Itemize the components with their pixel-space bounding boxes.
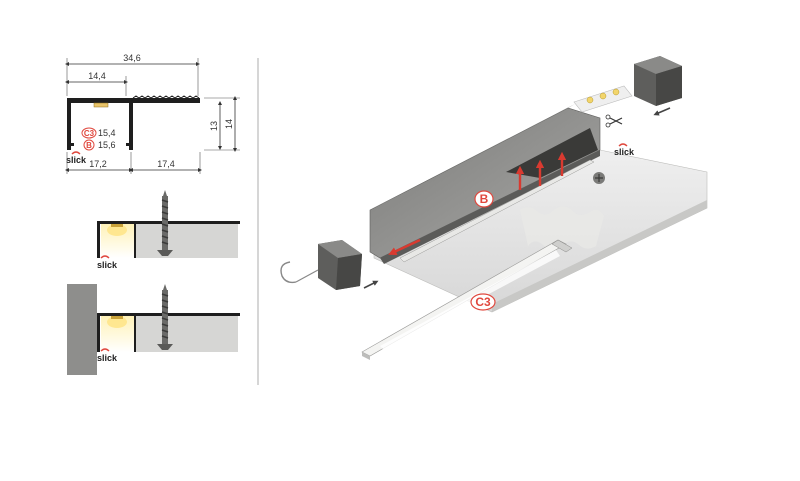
inner-height-label: 13 bbox=[209, 121, 219, 131]
diffuser-c3 bbox=[361, 239, 567, 357]
end-cap-right-arrow bbox=[653, 107, 671, 116]
callout-b-label: B bbox=[480, 192, 489, 206]
b-depth-value: 15,6 bbox=[98, 140, 116, 150]
right-width-label: 17,4 bbox=[157, 159, 175, 169]
callout-c3 bbox=[470, 293, 496, 311]
end-cap-left-arrow bbox=[363, 280, 379, 289]
screw-icon-2 bbox=[157, 284, 173, 350]
slick-swoosh-icon-3d bbox=[618, 143, 628, 147]
scissors-icon bbox=[605, 114, 623, 128]
slide-arrow bbox=[388, 238, 421, 256]
mounting-detail-ceiling: slick bbox=[97, 190, 240, 270]
callout-b bbox=[474, 190, 494, 208]
diffuser-b bbox=[399, 159, 595, 263]
diffuser-c3-panel bbox=[380, 250, 560, 350]
screw-icon bbox=[157, 190, 173, 256]
badge-c3-label: C3 bbox=[84, 129, 95, 138]
led-strip-3d bbox=[573, 85, 633, 113]
end-cap-right bbox=[634, 56, 682, 106]
c3-depth-value: 15,4 bbox=[98, 128, 116, 138]
slick-logo-text-2: slick bbox=[97, 260, 118, 270]
mounting-detail-wall: slick bbox=[67, 284, 240, 375]
inner-width-label: 14,4 bbox=[88, 71, 106, 81]
screw-head-icon bbox=[593, 172, 605, 184]
badge-b-label: B bbox=[86, 141, 92, 150]
badge-c3 bbox=[81, 127, 97, 139]
profile-cross-section: 34,6 14,4 13 14 C3 15,4 B 15,6 slick bbox=[65, 53, 240, 174]
left-width-label: 17,2 bbox=[89, 159, 107, 169]
overall-width-label: 34,6 bbox=[123, 53, 141, 63]
outer-height-label: 14 bbox=[224, 119, 234, 129]
slick-logo-text: slick bbox=[66, 155, 87, 165]
slick-logo-text-3: slick bbox=[97, 353, 118, 363]
installation-3d-view: B C3 slick bbox=[280, 56, 708, 360]
end-cap-left bbox=[280, 240, 362, 290]
callout-c3-label: C3 bbox=[475, 295, 491, 309]
slick-swoosh-icon bbox=[71, 151, 81, 155]
led-strip bbox=[93, 102, 109, 108]
slick-logo-text-3d: slick bbox=[614, 147, 635, 157]
badge-b bbox=[83, 139, 95, 151]
